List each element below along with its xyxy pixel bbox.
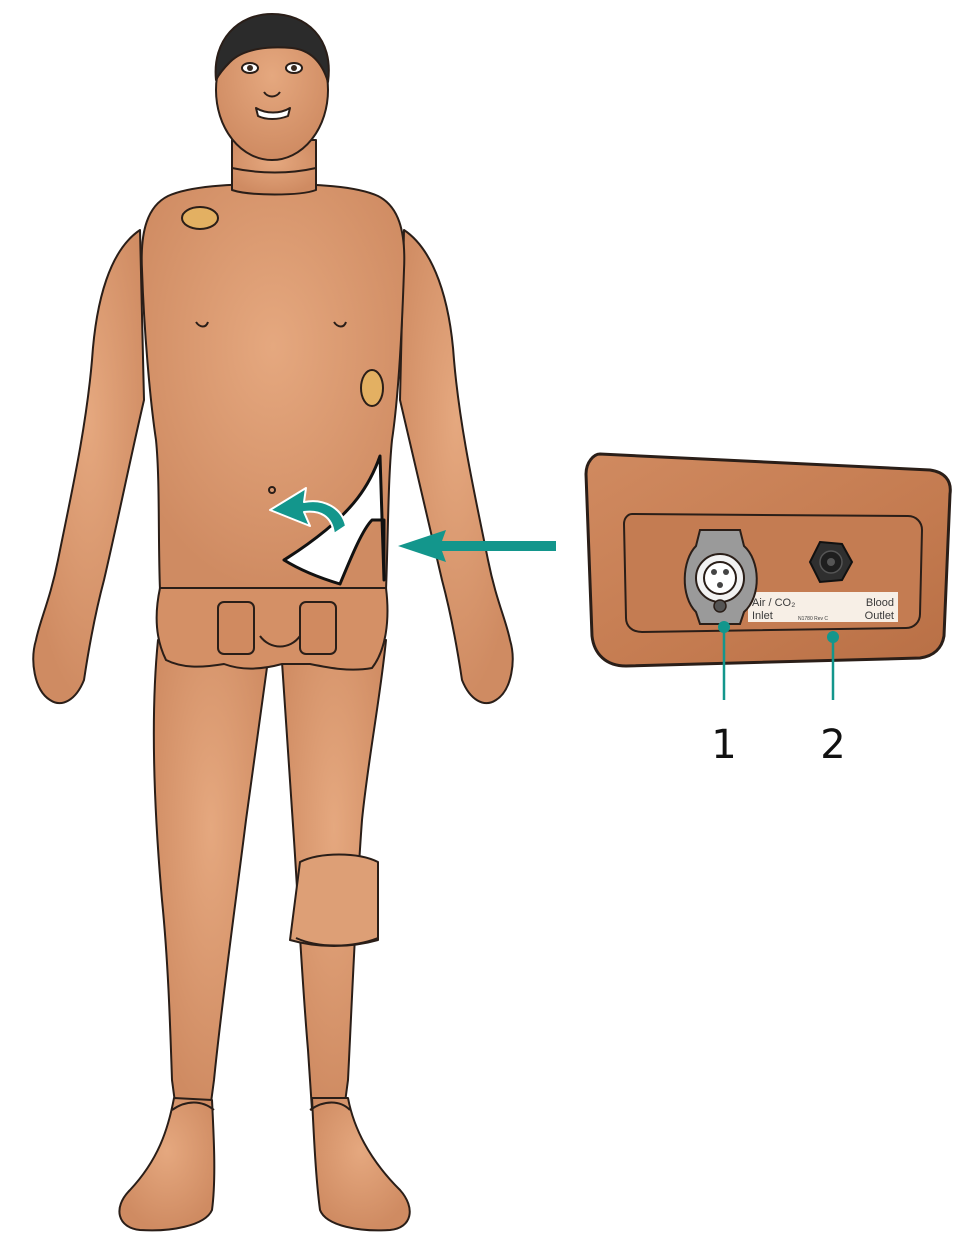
right-arm [33,230,144,703]
part-number-label: N1780 Rev C [798,616,828,622]
chest-port-left [361,370,383,406]
right-foot [119,1098,214,1230]
right-leg [154,640,268,1110]
air-inlet-label-line1: Air / CO₂ [752,597,795,609]
callout-number-2: 2 [820,722,845,768]
blood-outlet-label-line2: Outlet [865,610,894,622]
left-foot [312,1098,410,1230]
pelvis-brace [157,588,388,670]
manikin [33,14,512,1230]
connector-panel: Air / CO₂ Inlet N1780 Rev C Blood Outlet [586,454,950,666]
left-arm [400,230,513,703]
knee-pad [290,855,378,947]
blood-outlet-label-line1: Blood [866,597,894,609]
air-inlet-label-line2: Inlet [752,610,773,622]
chest-port-right [182,207,218,229]
callout-number-1: 1 [711,722,736,768]
